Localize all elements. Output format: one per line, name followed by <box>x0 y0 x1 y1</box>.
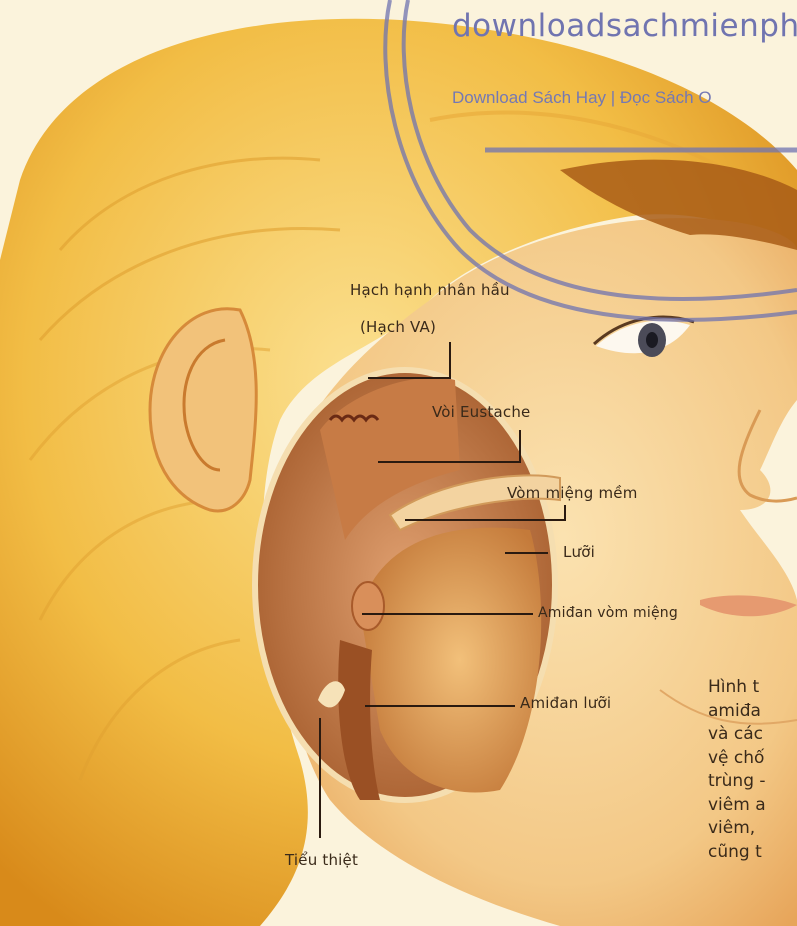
label-lingual-tonsil: Amiđan lưỡi <box>520 694 611 712</box>
caption-text: Hình t amiđa và các vệ chố trùng - viêm … <box>708 676 797 864</box>
caption-line: vệ chố <box>708 747 797 771</box>
caption-line: viêm a <box>708 794 797 818</box>
caption-line: amiđa <box>708 700 797 724</box>
caption-line: trùng - <box>708 770 797 794</box>
label-tongue: Lưỡi <box>563 543 595 561</box>
mouth-cross-section <box>255 370 560 800</box>
caption-line: và các <box>708 723 797 747</box>
caption-line: Hình t <box>708 676 797 700</box>
caption-line: cũng t <box>708 841 797 865</box>
label-adenoid: Hạch hạnh nhân hầu <box>350 281 510 299</box>
caption-line: viêm, <box>708 817 797 841</box>
label-palatine-tonsil: Amiđan vòm miệng <box>538 605 678 621</box>
label-adenoid-alt: (Hạch VA) <box>360 318 436 336</box>
label-soft-palate: Vòm miệng mềm <box>507 484 638 502</box>
label-eustachian-tube: Vòi Eustache <box>432 403 530 421</box>
watermark-subtitle: Download Sách Hay | Đọc Sách O <box>452 88 712 108</box>
watermark-title: downloadsachmienphi. <box>452 8 797 44</box>
label-epiglottis: Tiểu thiệt <box>285 851 358 869</box>
